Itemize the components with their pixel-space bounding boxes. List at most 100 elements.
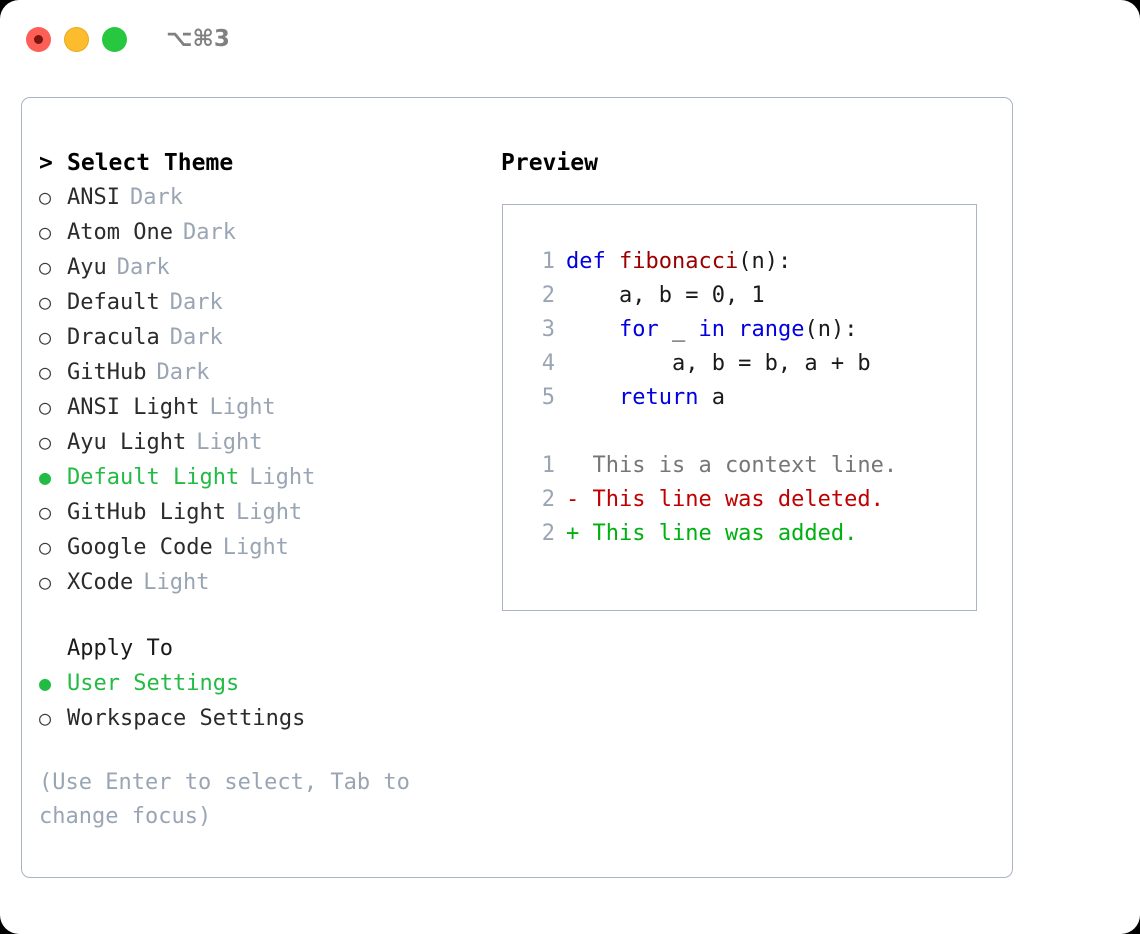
- theme-item-label: Atom One: [67, 220, 173, 245]
- theme-item[interactable]: ○ ANSI Light Light: [39, 390, 492, 425]
- theme-item-label: Default Light: [67, 465, 240, 490]
- code-token: [566, 317, 619, 342]
- code-line-text: return a: [566, 381, 725, 415]
- close-button[interactable]: [26, 26, 51, 52]
- apply-to-item-label: Workspace Settings: [67, 706, 306, 731]
- radio-unselected-icon: ○: [39, 290, 52, 314]
- maximize-button[interactable]: [102, 26, 127, 52]
- theme-item[interactable]: ● Default Light Light: [39, 460, 492, 495]
- line-number: 5: [541, 385, 555, 410]
- theme-item[interactable]: ○ Default Dark: [39, 285, 492, 320]
- diff-line: 2 + This line was added.: [521, 517, 976, 551]
- theme-item-variant: Dark: [116, 255, 170, 280]
- code-token: fibonacci: [618, 249, 739, 274]
- theme-item-label: XCode: [67, 570, 134, 595]
- apply-to-item[interactable]: ○ Workspace Settings: [39, 701, 492, 736]
- line-number: 1: [541, 249, 555, 274]
- radio-unselected-icon: ○: [39, 570, 52, 594]
- close-icon: [34, 34, 43, 44]
- prompt-marker-icon: >: [39, 150, 53, 176]
- theme-item-variant: Light: [143, 570, 210, 595]
- code-token: range: [738, 317, 805, 342]
- code-token: in: [698, 317, 725, 342]
- radio-unselected-icon: ○: [39, 500, 52, 524]
- theme-item[interactable]: ○ GitHub Light Light: [39, 495, 492, 530]
- code-token: (n):: [738, 249, 792, 274]
- theme-item-label: ANSI Light: [67, 395, 200, 420]
- theme-item-variant: Dark: [156, 360, 210, 385]
- window-controls: [26, 26, 127, 52]
- code-token: [566, 385, 619, 410]
- radio-unselected-icon: ○: [39, 395, 52, 419]
- code-line: 4 a, b = b, a + b: [521, 347, 976, 381]
- keyboard-shortcut-label: ⌥⌘3: [166, 26, 230, 52]
- line-number: 2: [541, 521, 555, 546]
- code-token: a, b = b, a + b: [566, 351, 871, 376]
- code-line-text: for _ in range(n):: [566, 313, 857, 347]
- line-number: 4: [541, 351, 555, 376]
- theme-item-variant: Light: [235, 500, 303, 525]
- radio-unselected-icon: ○: [39, 185, 52, 209]
- radio-unselected-icon: ○: [39, 535, 52, 559]
- radio-unselected-icon: ○: [39, 706, 52, 730]
- code-token: [725, 317, 738, 342]
- theme-item-label: Google Code: [67, 535, 213, 560]
- theme-item-variant: Dark: [182, 220, 236, 245]
- diff-line: 2- This line was deleted.: [521, 483, 976, 517]
- radio-unselected-icon: ○: [39, 255, 52, 279]
- theme-item-variant: Dark: [169, 290, 223, 315]
- code-line-text: a, b = 0, 1: [566, 279, 765, 313]
- code-token: for: [618, 317, 659, 342]
- theme-item-variant: Dark: [129, 185, 183, 210]
- line-number: 2: [541, 487, 555, 512]
- theme-item[interactable]: ○ GitHub Dark: [39, 355, 492, 390]
- diff-line: 1 This is a context line.: [521, 449, 976, 483]
- radio-selected-icon: ●: [39, 671, 52, 695]
- apply-to-heading: Apply To: [67, 636, 173, 661]
- apply-to-list: ●User Settings ○ Workspace Settings: [39, 666, 492, 736]
- apply-to-item[interactable]: ●User Settings: [39, 666, 492, 701]
- theme-item-label: GitHub Light: [67, 500, 226, 525]
- theme-item-variant: Light: [222, 535, 289, 560]
- theme-item-variant: Light: [209, 395, 276, 420]
- code-line: 5 return a: [521, 381, 976, 415]
- select-theme-heading: > Select Theme: [39, 146, 492, 180]
- radio-unselected-icon: ○: [39, 360, 52, 384]
- minimize-button[interactable]: [64, 26, 89, 52]
- code-token: return: [618, 385, 699, 410]
- theme-item[interactable]: ○ XCode Light: [39, 565, 492, 600]
- code-token: (n):: [804, 317, 858, 342]
- keyboard-hint: (Use Enter to select, Tab to change focu…: [39, 770, 424, 829]
- radio-unselected-icon: ○: [39, 430, 52, 454]
- code-token: a, b = 0, 1: [566, 283, 765, 308]
- title-bar: ⌥⌘3: [0, 0, 1140, 78]
- radio-selected-icon: ●: [39, 465, 52, 489]
- theme-item-label: Default: [67, 290, 160, 315]
- code-token: _: [658, 317, 699, 342]
- theme-item-label: Ayu: [67, 255, 107, 280]
- theme-item-label: Dracula: [67, 325, 160, 350]
- line-number: 1: [541, 453, 555, 478]
- radio-unselected-icon: ○: [39, 325, 52, 349]
- diff-line-text: + This line was added.: [566, 521, 858, 546]
- select-theme-title: Select Theme: [67, 150, 234, 176]
- line-number: 2: [541, 283, 555, 308]
- code-token: def: [566, 249, 619, 274]
- theme-item[interactable]: ○ Ayu Dark: [39, 250, 492, 285]
- theme-item-label: GitHub: [67, 360, 147, 385]
- theme-item-variant: Light: [249, 465, 316, 490]
- code-line: 2 a, b = 0, 1: [521, 279, 976, 313]
- theme-item[interactable]: ○ Google Code Light: [39, 530, 492, 565]
- preview-heading: Preview: [501, 150, 598, 176]
- code-line-text: a, b = b, a + b: [566, 347, 871, 381]
- code-line: 1 def fibonacci(n):: [521, 245, 976, 279]
